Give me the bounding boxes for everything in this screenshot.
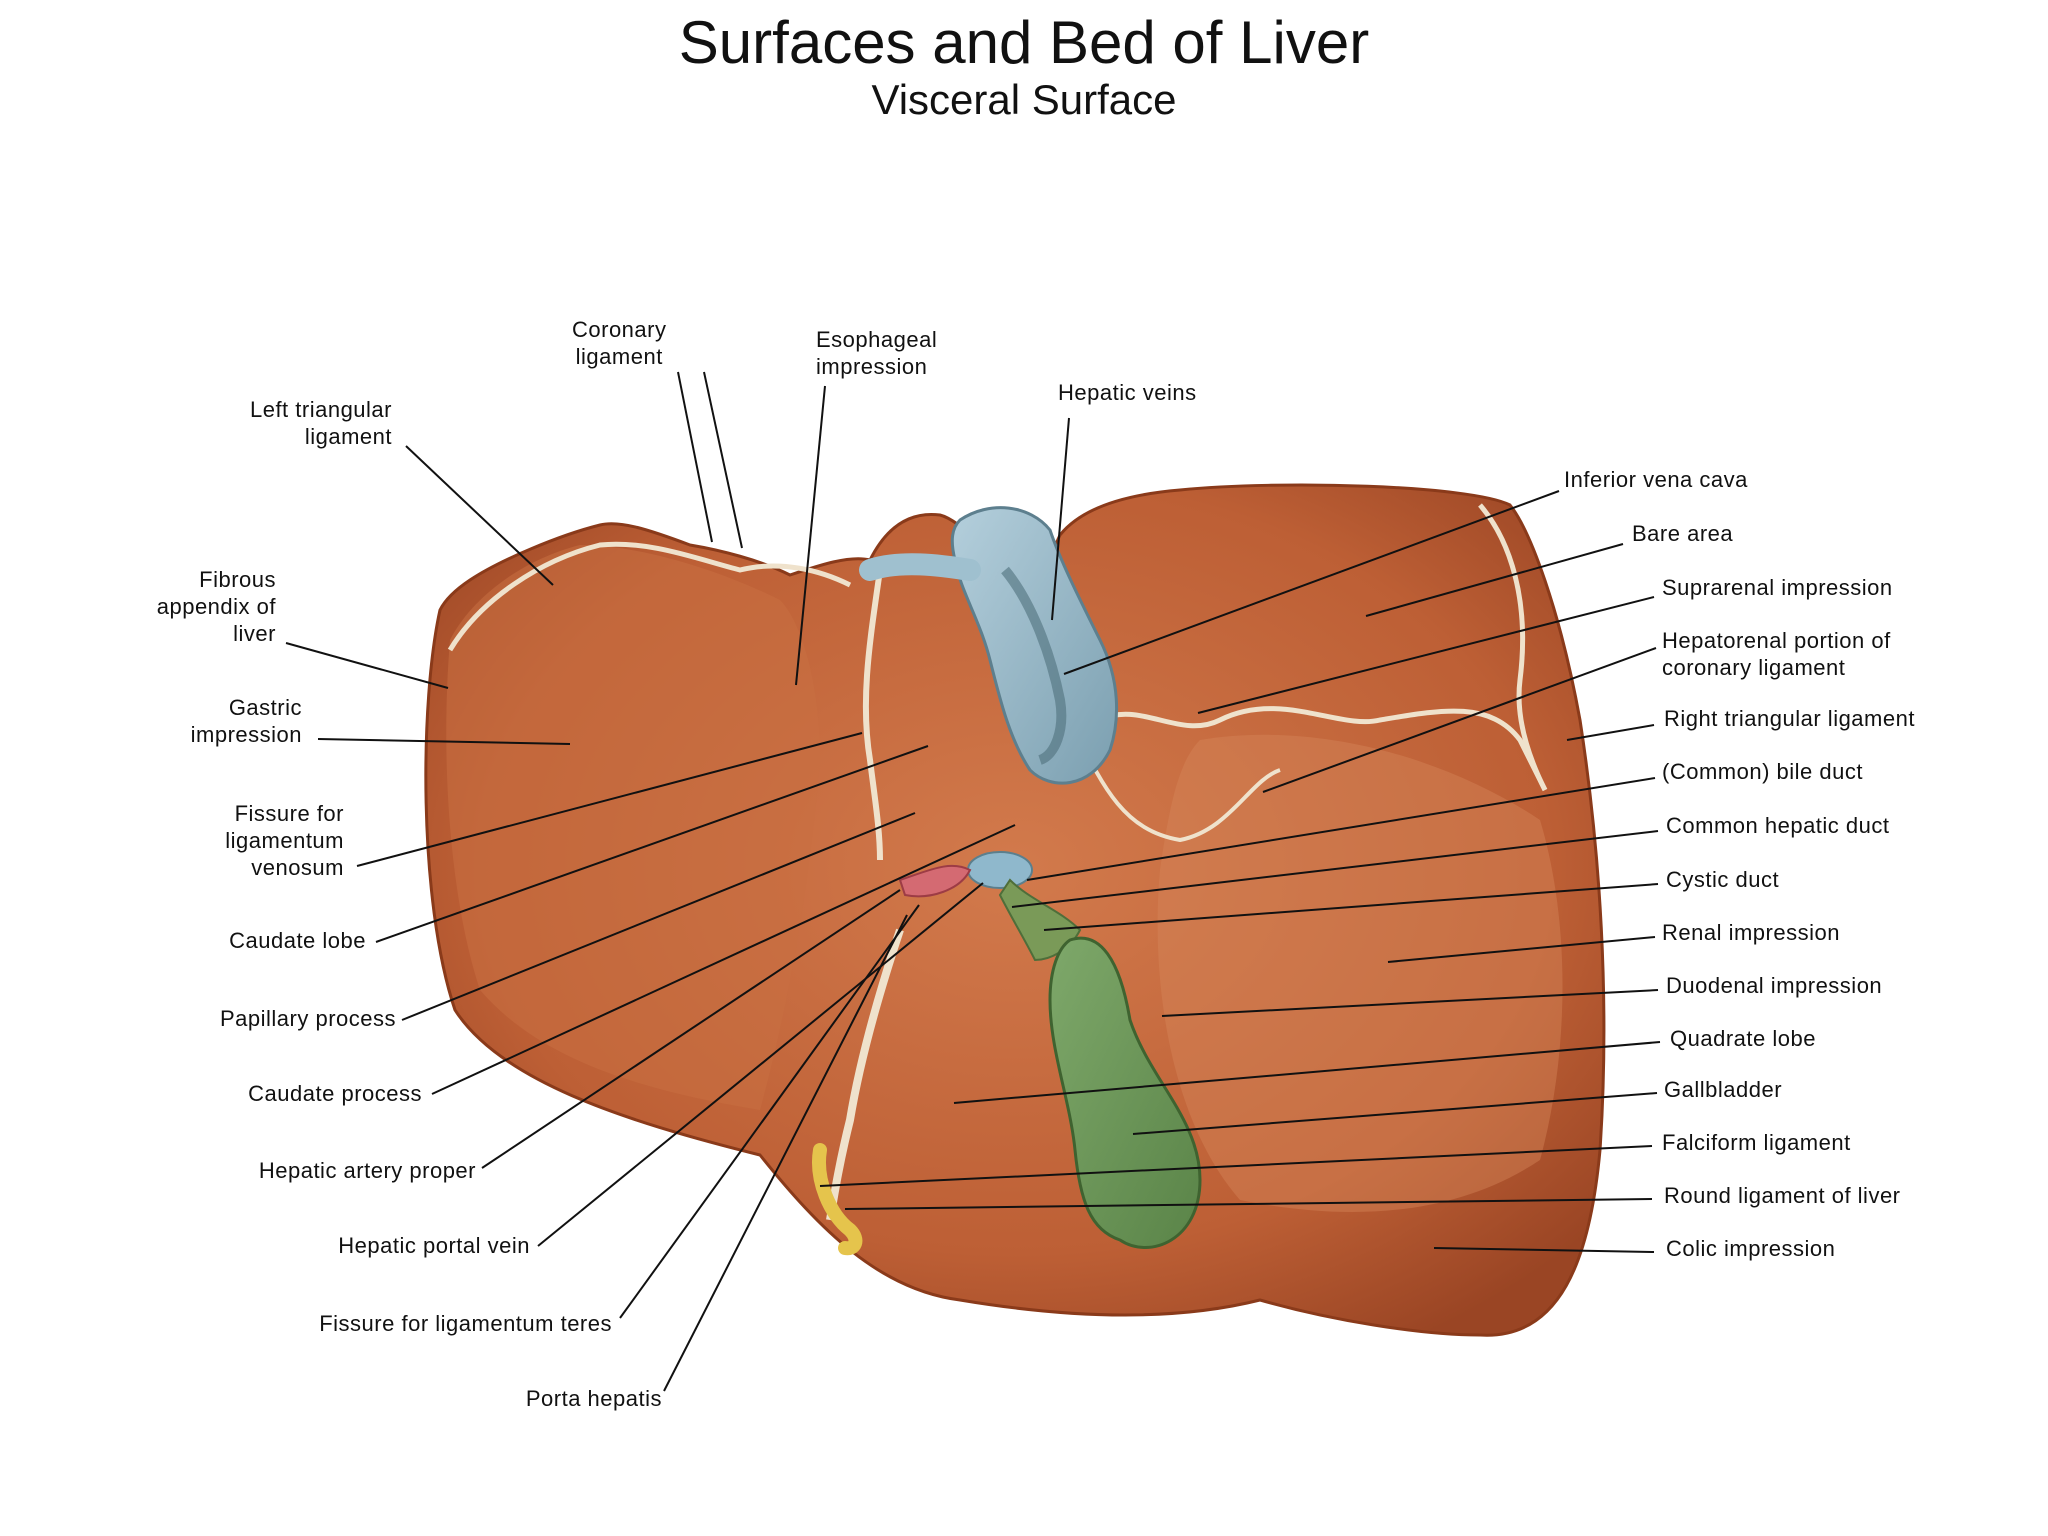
leader-cystic-duct — [1043, 883, 1659, 931]
leader-gallbladder — [1132, 1092, 1658, 1135]
hepatorenal-line — [1098, 706, 1548, 792]
label-coronary-ligament: Coronary ligament — [572, 317, 667, 369]
left-lobe-shade — [446, 545, 820, 1110]
leader-coronary-ligament-1 — [677, 371, 713, 543]
round-ligament — [812, 1143, 863, 1256]
leader-caudate-process — [431, 824, 1016, 1095]
leader-portal-vein — [537, 882, 984, 1247]
leader-suprarenal — [1197, 596, 1655, 714]
page-subtitle: Visceral Surface — [871, 76, 1177, 123]
leader-renal-impression — [1387, 936, 1656, 963]
label-falciform-ligament: Falciform ligament — [1662, 1130, 1851, 1155]
label-fissure-ligamentum-venosum: Fissure for ligamentum venosum — [225, 801, 344, 880]
label-quadrate-lobe: Quadrate lobe — [1670, 1026, 1816, 1051]
label-caudate-process: Caudate process — [248, 1081, 422, 1106]
label-gastric-impression: Gastric impression — [190, 695, 302, 747]
label-colic-impression: Colic impression — [1666, 1236, 1836, 1261]
label-right-triangular-ligament: Right triangular ligament — [1664, 706, 1915, 731]
leader-fissure-teres — [619, 904, 920, 1319]
leader-common-hepatic — [1011, 830, 1659, 908]
leader-porta-hepatis — [663, 914, 908, 1392]
ivc-lumen — [1001, 566, 1067, 765]
right-triangular-line — [1478, 503, 1548, 792]
label-cystic-duct: Cystic duct — [1666, 867, 1780, 892]
leader-papillary-process — [401, 812, 916, 1021]
label-bare-area: Bare area — [1632, 521, 1734, 546]
leader-bare-area — [1365, 543, 1624, 617]
leader-common-bile-duct — [1026, 777, 1656, 881]
label-duodenal-impression: Duodenal impression — [1666, 973, 1883, 998]
inferior-vena-cava — [950, 506, 1118, 785]
leader-caudate-lobe — [375, 745, 929, 943]
leader-ivc — [1063, 490, 1560, 675]
leader-colic-impression — [1433, 1247, 1655, 1253]
label-esophageal-impression: Esophageal impression — [816, 327, 938, 379]
label-papillary-process: Papillary process — [219, 1006, 396, 1031]
leader-quadrate-lobe — [953, 1041, 1661, 1104]
leader-hepatorenal — [1262, 647, 1657, 793]
label-common-hepatic-duct: Common hepatic duct — [1666, 813, 1890, 838]
leader-hepatic-veins — [1051, 417, 1070, 621]
label-hepatic-portal-vein: Hepatic portal vein — [338, 1233, 530, 1258]
label-inferior-vena-cava: Inferior vena cava — [1564, 467, 1748, 492]
label-hepatic-artery-proper: Hepatic artery proper — [258, 1158, 476, 1183]
leader-falciform — [819, 1145, 1653, 1187]
leader-coronary-ligament-2 — [703, 371, 743, 549]
leader-left-triangular — [405, 445, 554, 586]
hepatic-artery-shape — [898, 864, 972, 898]
leader-gastric-impression — [317, 738, 571, 745]
label-round-ligament-of-liver: Round ligament of liver — [1664, 1183, 1901, 1208]
label-porta-hepatis: Porta hepatis — [525, 1386, 662, 1411]
hepatic-vein-branch — [859, 553, 981, 581]
coronary-ligament-line — [447, 541, 852, 652]
label-hepatorenal-portion: Hepatorenal portion of coronary ligament — [1662, 628, 1891, 680]
leader-hepatic-artery — [481, 889, 901, 1169]
label-common-bile-duct: (Common) bile duct — [1662, 759, 1863, 784]
label-hepatic-veins: Hepatic veins — [1058, 380, 1197, 405]
leader-duodenal-impression — [1161, 989, 1659, 1017]
label-suprarenal-impression: Suprarenal impression — [1662, 575, 1893, 600]
label-left-triangular-ligament: Left triangular ligament — [249, 397, 392, 449]
label-fibrous-appendix: Fibrous appendix of liver — [156, 567, 276, 646]
label-gallbladder: Gallbladder — [1664, 1077, 1783, 1102]
label-renal-impression: Renal impression — [1662, 920, 1840, 945]
leader-round-ligament — [844, 1198, 1653, 1210]
leader-right-triangular — [1566, 724, 1655, 741]
label-fissure-ligamentum-teres: Fissure for ligamentum teres — [319, 1311, 612, 1336]
leader-fissure-venosum — [356, 732, 863, 867]
label-caudate-lobe: Caudate lobe — [229, 928, 366, 953]
leader-esophageal-impression — [795, 385, 826, 686]
fissure-teres — [826, 928, 904, 1221]
page-title: Surfaces and Bed of Liver — [678, 9, 1370, 76]
leader-fibrous-appendix — [285, 642, 449, 689]
